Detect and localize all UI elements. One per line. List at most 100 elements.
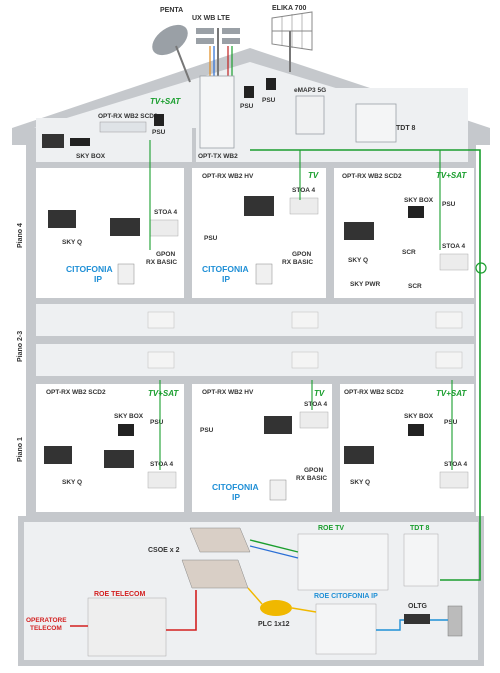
attic-psu-label: PSU (152, 129, 166, 136)
attic-tv-icon (42, 134, 64, 148)
blue-intercom-cable (376, 619, 448, 631)
f3-box-1 (147, 311, 175, 329)
f4-right-tv (344, 222, 374, 240)
f1-mid-stoa-label: STOA 4 (304, 401, 328, 408)
f4-left-tv1 (48, 210, 76, 228)
psu-b-label: PSU (262, 97, 276, 104)
f4-mid-gpon-label: GPON (292, 251, 311, 258)
fiber-loop-right (475, 262, 487, 274)
roe-cito-box (315, 603, 377, 655)
tdt8-top (355, 103, 397, 143)
f1-right-skybox-label: SKY BOX (404, 413, 434, 420)
psu-a-icon (244, 86, 254, 98)
emap-label: eMAP3 5G (294, 87, 326, 94)
f4-right-scr1-label: SCR (402, 249, 416, 256)
tdt8-bottom-label: TDT 8 (410, 525, 430, 532)
attic-room-right (196, 88, 468, 162)
floor-label-4: Piano 4 (17, 223, 24, 248)
roe-tv-bundle-2 (249, 545, 299, 559)
oltg-label: OLTG (408, 603, 427, 610)
floor-label-2-3: Piano 2-3 (17, 331, 24, 362)
roe-telecom-label: ROE TELECOM (94, 591, 146, 598)
f1-left-skybox-label: SKY BOX (114, 413, 144, 420)
psu-b-icon (266, 78, 276, 90)
opt-tx-rack (199, 75, 235, 149)
f4-mid-stoa-label: STOA 4 (292, 187, 316, 194)
f4-mid-tv-icon (244, 196, 274, 216)
f1-right-stoa (439, 471, 469, 489)
f4-mid-cito-label1: CITOFONIA (202, 264, 249, 274)
f1-mid-cito-label2: IP (232, 492, 240, 502)
attic-psu-icon (154, 114, 164, 126)
opt-tx-label: OPT-TX WB2 (198, 153, 238, 160)
f4-right-title: OPT-RX WB2 SCD2 (342, 173, 402, 180)
f1-right-title: OPT-RX WB2 SCD2 (344, 389, 404, 396)
f1-mid-tv-icon (264, 416, 292, 434)
f4-right-skybox (408, 206, 424, 218)
f4-right-skybox-label: SKY BOX (404, 197, 434, 204)
f4-right-scr2-label: SCR (408, 283, 422, 290)
floor1-room-mid (192, 384, 332, 512)
f1-left-tvsat: TV+SAT (148, 389, 179, 398)
satellite-dish-icon (152, 24, 191, 83)
yellow-plc-cable (247, 587, 317, 613)
penta-label: PENTA (160, 7, 183, 14)
f2-box-1 (147, 351, 175, 369)
floor3-corridor (36, 304, 474, 336)
f4-left-tv2 (110, 218, 140, 236)
roe-cito-label: ROE CITOFONIA IP (314, 593, 378, 600)
psu-a-label: PSU (240, 103, 254, 110)
f4-left-cito-label2: IP (94, 274, 102, 284)
roe-tv-label: ROE TV (318, 525, 344, 532)
f1-mid-rxbasic-label: RX BASIC (296, 475, 327, 482)
csoe-cabinet-bottom (181, 559, 249, 589)
f4-mid-stoa (289, 197, 319, 215)
f2-box-2 (291, 351, 319, 369)
f1-left-tv2 (104, 450, 134, 468)
f4-right-stoa-label: STOA 4 (442, 243, 466, 250)
f4-mid-rxbasic-label: RX BASIC (282, 259, 313, 266)
f1-left-skyq-label: SKY Q (62, 479, 82, 486)
f1-right-tv (344, 446, 374, 464)
f4-mid-title: OPT-RX WB2 HV (202, 173, 254, 180)
attic-rx-label: OPT-RX WB2 SCD2 (98, 113, 158, 120)
f1-left-title: OPT-RX WB2 SCD2 (46, 389, 106, 396)
f1-mid-stoa (299, 411, 329, 429)
intercom-panel (447, 605, 463, 637)
attic-multiswitch (99, 121, 147, 133)
f1-right-psu-label: PSU (444, 419, 458, 426)
f4-mid-tv: TV (308, 171, 319, 180)
ux-wb-lte-label: UX WB LTE (192, 15, 230, 22)
attic-skybox-label: SKY BOX (76, 153, 106, 160)
f2-box-3 (435, 351, 463, 369)
yagi-antenna-icon (271, 11, 313, 72)
csoe-label: CSOE x 2 (148, 547, 180, 554)
operatore-label2: TELECOM (30, 625, 62, 632)
f1-mid-title: OPT-RX WB2 HV (202, 389, 254, 396)
f3-box-2 (291, 311, 319, 329)
f1-left-stoa-label: STOA 4 (150, 461, 174, 468)
f1-mid-intercom (269, 479, 287, 501)
csoe-cabinet-top (189, 527, 251, 553)
f1-right-skyq-label: SKY Q (350, 479, 370, 486)
lte-antenna-icon (196, 28, 240, 85)
f4-right-stoa (439, 253, 469, 271)
f1-left-psu-label: PSU (150, 419, 164, 426)
f1-mid-psu-label: PSU (200, 427, 214, 434)
f4-right-psu-label: PSU (442, 201, 456, 208)
f4-mid-cito-label2: IP (222, 274, 230, 284)
f1-mid-tv: TV (314, 389, 325, 398)
f4-mid-intercom (255, 263, 273, 285)
floor-label-1: Piano 1 (17, 437, 24, 462)
f4-right-skyq-label: SKY Q (348, 257, 368, 264)
plc-label: PLC 1x12 (258, 621, 290, 628)
f3-box-3 (435, 311, 463, 329)
f4-left-cito-label1: CITOFONIA (66, 264, 113, 274)
f1-mid-cito-label1: CITOFONIA (212, 482, 259, 492)
attic-tvsat-label: TV+SAT (150, 97, 181, 106)
f4-left-skyq-label: SKY Q (62, 239, 82, 246)
floor2-corridor (36, 344, 474, 376)
f1-left-skybox (118, 424, 134, 436)
green-fiber-floor1 (159, 380, 453, 470)
